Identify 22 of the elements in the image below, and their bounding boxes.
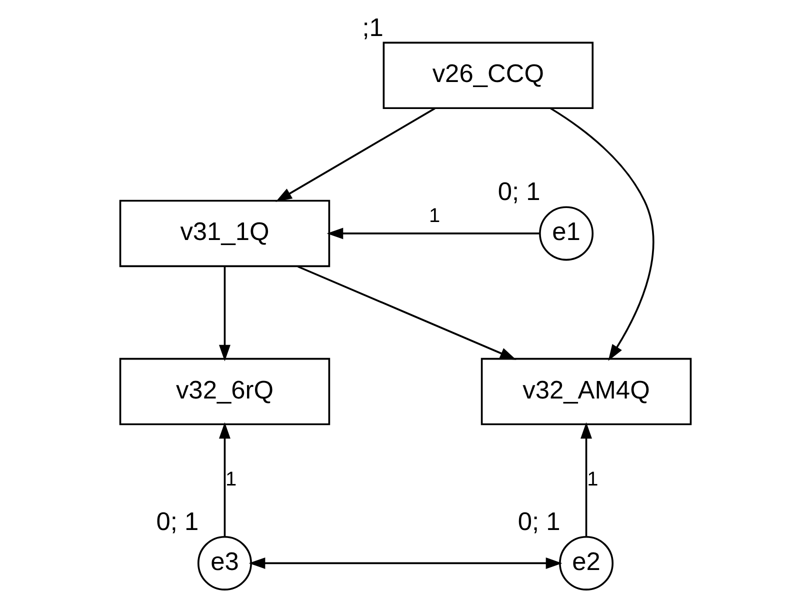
- arrow: [298, 266, 516, 360]
- arrow: [219, 266, 230, 362]
- node-circle: e3: [197, 536, 252, 590]
- edge-label: 1: [226, 468, 237, 491]
- arrow: [276, 108, 436, 202]
- node-label: 0; 1: [156, 508, 199, 536]
- arrow: [248, 557, 562, 569]
- node-box: v32_AM4Q: [480, 358, 692, 426]
- node-box: v31_1Q: [119, 200, 330, 268]
- arrow: [326, 228, 540, 240]
- edge-label: 1: [429, 205, 440, 228]
- node-box: v32_6rQ: [119, 358, 330, 426]
- arrow: [580, 422, 592, 536]
- node-circle: e2: [559, 536, 614, 590]
- arrow: [550, 107, 654, 361]
- arrow: [219, 422, 230, 536]
- node-label: ;1: [362, 14, 384, 42]
- node-label: 0; 1: [518, 508, 560, 536]
- node-circle: e1: [539, 206, 594, 261]
- node-label: 0; 1: [498, 178, 540, 206]
- node-box: v26_CCQ: [382, 42, 594, 110]
- edge-label: 1: [587, 468, 598, 491]
